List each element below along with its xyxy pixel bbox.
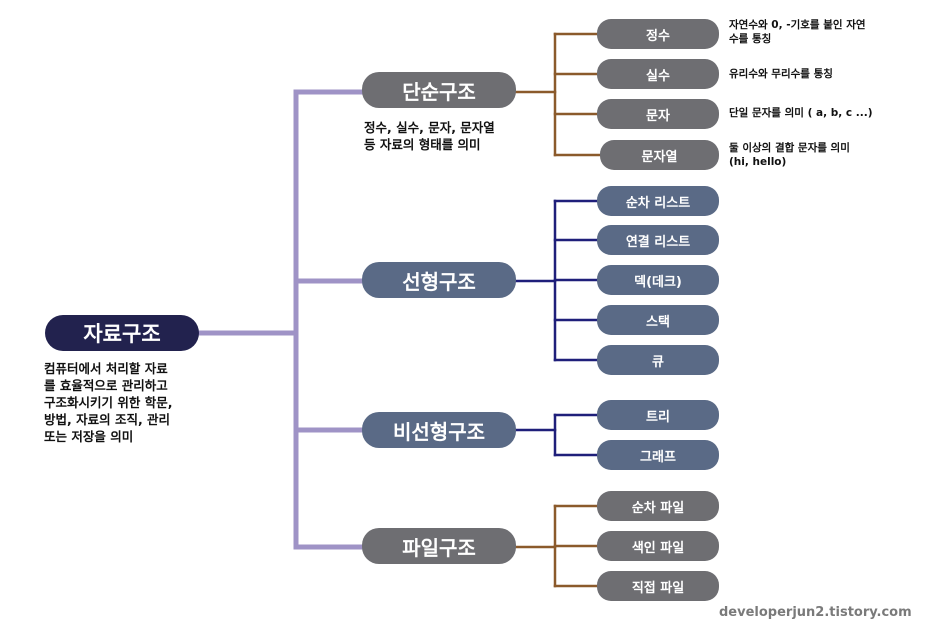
leaf-string: 문자열 [600,140,719,170]
leaf-label: 연결 리스트 [625,234,691,250]
branch-simple-structure: 단순구조 [362,72,516,108]
leaf-label: 스택 [646,314,670,330]
leaf-label: 트리 [646,409,670,425]
leaf-label: 그래프 [640,449,676,465]
root-desc-line: 를 효율적으로 관리하고 [44,378,168,393]
note-line: 둘 이상의 결합 문자를 의미 [729,142,850,154]
leaf-tree: 트리 [597,400,719,430]
leaf-label: 실수 [646,68,670,84]
watermark: developerjun2.tistory.com [719,605,912,620]
leaf-label: 순차 리스트 [625,195,691,211]
root-desc-line: 또는 저장을 의미 [44,429,134,444]
note-line: 수를 통칭 [729,33,772,45]
leaf-label: 정수 [646,28,670,44]
leaf-label: 문자 [646,108,670,124]
root-desc-line: 방법, 자료의 조직, 관리 [44,412,171,427]
leaf-deque: 덱(데크) [597,265,719,295]
root-description: 컴퓨터에서 처리할 자료 를 효율적으로 관리하고 구조화시키기 위한 학문, … [44,360,172,445]
leaf-char: 문자 [597,99,719,129]
leaf-label: 색인 파일 [631,540,685,556]
branch-label: 비선형구조 [393,419,485,444]
branch-simple-description: 정수, 실수, 문자, 문자열 등 자료의 형태를 의미 [364,119,495,153]
leaf-label: 문자열 [641,149,678,165]
leaf-sequential-list: 순차 리스트 [597,186,719,216]
leaf-integer: 정수 [597,19,719,49]
leaf-label: 순차 파일 [631,500,685,516]
leaf-stack: 스택 [597,305,719,335]
leaf-label: 큐 [652,354,664,370]
note-line: (hi, hello) [729,156,787,168]
leaf-direct-file: 직접 파일 [597,571,719,601]
branch-linear-structure: 선형구조 [362,262,516,298]
leaf-linked-list: 연결 리스트 [597,225,719,255]
leaf-label: 덱(데크) [634,274,682,290]
branch-nonlinear-structure: 비선형구조 [362,412,516,448]
root-label: 자료구조 [83,322,161,346]
root-node: 자료구조 [45,315,199,351]
note-line: 자연수와 0, -기호를 붙인 자연 [729,19,866,31]
leaf-graph: 그래프 [597,440,719,470]
leaf-integer-note: 자연수와 0, -기호를 붙인 자연 수를 통칭 [729,18,866,46]
branch-desc-line: 정수, 실수, 문자, 문자열 [364,120,495,135]
branch-desc-line: 등 자료의 형태를 의미 [364,137,481,152]
note-line: 단일 문자를 의미 ( a, b, c ...) [729,107,873,119]
branch-label: 선형구조 [402,269,476,294]
leaf-queue: 큐 [597,345,719,375]
root-desc-line: 구조화시키기 위한 학문, [44,395,173,410]
leaf-label: 직접 파일 [631,580,685,596]
root-desc-line: 컴퓨터에서 처리할 자료 [44,361,168,376]
branch-file-structure: 파일구조 [362,528,516,564]
branch-label: 단순구조 [402,79,476,104]
leaf-string-note: 둘 이상의 결합 문자를 의미 (hi, hello) [729,141,850,169]
leaf-indexed-file: 색인 파일 [597,531,719,561]
leaf-char-note: 단일 문자를 의미 ( a, b, c ...) [729,106,873,120]
leaf-sequential-file: 순차 파일 [597,491,719,521]
note-line: 유리수와 무리수를 통칭 [729,68,833,80]
leaf-real-note: 유리수와 무리수를 통칭 [729,67,833,81]
leaf-real: 실수 [597,59,719,89]
branch-label: 파일구조 [402,535,476,560]
